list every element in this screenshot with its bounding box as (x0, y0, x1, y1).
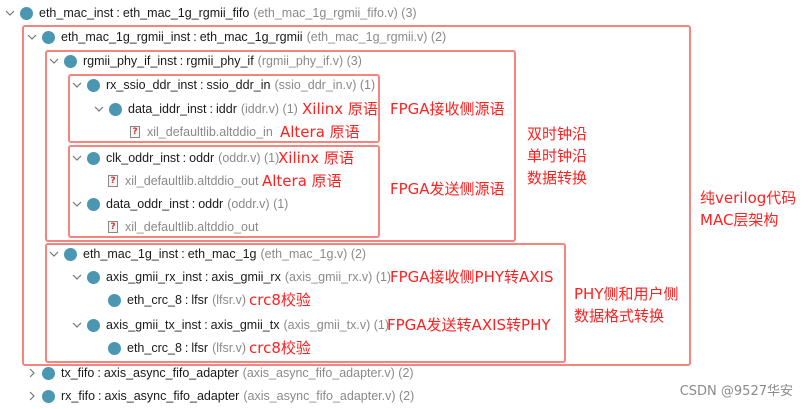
box-eth-mac-1g (45, 243, 566, 363)
tree-row[interactable]: eth_crc_8:lfsr(lfsr.v) (108, 289, 246, 311)
tree-row[interactable]: tx_fifo:axis_async_fifo_adapter(axis_asy… (26, 362, 414, 384)
annotation-line: 单时钟沿 (527, 147, 588, 165)
tree-row[interactable]: rx_fifo:axis_async_fifo_adapter(axis_asy… (26, 385, 414, 407)
chevron-right-icon[interactable] (26, 367, 38, 379)
annotation-rx-phy-to-axis: FPGA接收侧PHY转AXIS (390, 268, 554, 286)
chevron-right-icon[interactable] (26, 390, 38, 402)
tree-row[interactable]: eth_mac_1g_inst:eth_mac_1g(eth_mac_1g.v)… (48, 243, 366, 265)
tree-row[interactable]: data_oddr_inst:oddr(oddr.v) (1) (71, 193, 288, 215)
annotation-altera-primitive: Altera 原语 (280, 123, 360, 141)
chevron-down-icon[interactable] (71, 79, 83, 91)
annotation-mac-layer: 纯verilog代码 MAC层架构 (700, 187, 796, 231)
tree-row[interactable]: rgmii_phy_if_inst:rgmii_phy_if(rgmii_phy… (48, 50, 362, 72)
annotation-altera-primitive: Altera 原语 (262, 172, 342, 190)
tree-row[interactable]: clk_oddr_inst:oddr(oddr.v) (1) (71, 147, 279, 169)
unknown-file-icon: ? (108, 221, 118, 233)
unknown-file-icon: ? (108, 175, 118, 187)
annotation-format-conversion: PHY侧和用户侧 数据格式转换 (574, 283, 679, 327)
annotation-line: 数据转换 (527, 169, 588, 187)
chevron-down-icon[interactable] (48, 248, 60, 260)
module-node-icon (108, 293, 121, 307)
module-node-icon (42, 366, 55, 380)
module-node-icon (109, 102, 122, 116)
annotation-crc8-check: crc8校验 (249, 339, 311, 357)
module-node-icon (87, 78, 100, 92)
tree-row[interactable]: axis_gmii_rx_inst:axis_gmii_rx(axis_gmii… (71, 266, 391, 288)
annotation-line: 数据格式转换 (574, 307, 665, 325)
tree-row[interactable]: ? xil_defaultlib.altddio_out (108, 170, 258, 192)
chevron-down-icon[interactable] (4, 7, 16, 19)
box-mac-layer (22, 25, 691, 366)
annotation-line: PHY侧和用户侧 (574, 285, 679, 303)
tree-row[interactable]: axis_gmii_tx_inst:axis_gmii_tx(axis_gmii… (71, 314, 389, 336)
chevron-down-icon[interactable] (93, 103, 105, 115)
tree-row[interactable]: data_iddr_inst:iddr(iddr.v) (1) (93, 98, 298, 120)
box-oddr (68, 145, 380, 238)
chevron-down-icon[interactable] (71, 319, 83, 331)
tree-row[interactable]: rx_ssio_ddr_inst:ssio_ddr_in(ssio_ddr_in… (71, 74, 375, 96)
module-node-icon (64, 54, 77, 68)
annotation-fpga-tx-primitive: FPGA发送侧源语 (390, 180, 505, 198)
chevron-down-icon[interactable] (71, 271, 83, 283)
module-node-icon (42, 389, 55, 403)
module-node-icon (87, 270, 100, 284)
annotation-line: MAC层架构 (700, 211, 779, 229)
module-node-icon (64, 247, 77, 261)
chevron-down-icon[interactable] (48, 55, 60, 67)
module-node-icon (87, 151, 100, 165)
tree-row[interactable]: eth_crc_8:lfsr(lfsr.v) (108, 337, 246, 359)
module-node-icon (20, 6, 33, 20)
chevron-down-icon[interactable] (71, 152, 83, 164)
tree-row[interactable]: ? xil_defaultlib.altddio_out (108, 216, 258, 238)
annotation-xilinx-primitive: Xilinx 原语 (278, 149, 354, 167)
tree-row[interactable]: eth_mac_inst:eth_mac_1g_rgmii_fifo(eth_m… (4, 2, 417, 24)
unknown-file-icon: ? (130, 126, 140, 138)
annotation-ddr-conversion: 双时钟沿 单时钟沿 数据转换 (527, 123, 587, 189)
annotation-tx-axis-to-phy: FPGA发送转AXIS转PHY (387, 316, 551, 334)
annotation-xilinx-primitive: Xilinx 原语 (302, 100, 378, 118)
chevron-down-icon[interactable] (71, 198, 83, 210)
module-node-icon (108, 341, 121, 355)
module-node-icon (42, 30, 55, 44)
module-node-icon (87, 197, 100, 211)
chevron-down-icon[interactable] (26, 31, 38, 43)
tree-row[interactable]: ? xil_defaultlib.altddio_in (130, 121, 273, 143)
annotation-line: 纯verilog代码 (700, 189, 797, 207)
tree-row[interactable]: eth_mac_1g_rgmii_inst:eth_mac_1g_rgmii(e… (26, 26, 446, 48)
box-rx-ssio (68, 74, 380, 143)
annotation-line: 双时钟沿 (527, 125, 588, 143)
module-node-icon (87, 318, 100, 332)
annotation-fpga-rx-primitive: FPGA接收侧源语 (390, 100, 505, 118)
watermark: CSDN @9527华安 (679, 384, 793, 399)
annotation-crc8-check: crc8校验 (249, 291, 311, 309)
box-rgmii-phy-if (45, 50, 516, 242)
